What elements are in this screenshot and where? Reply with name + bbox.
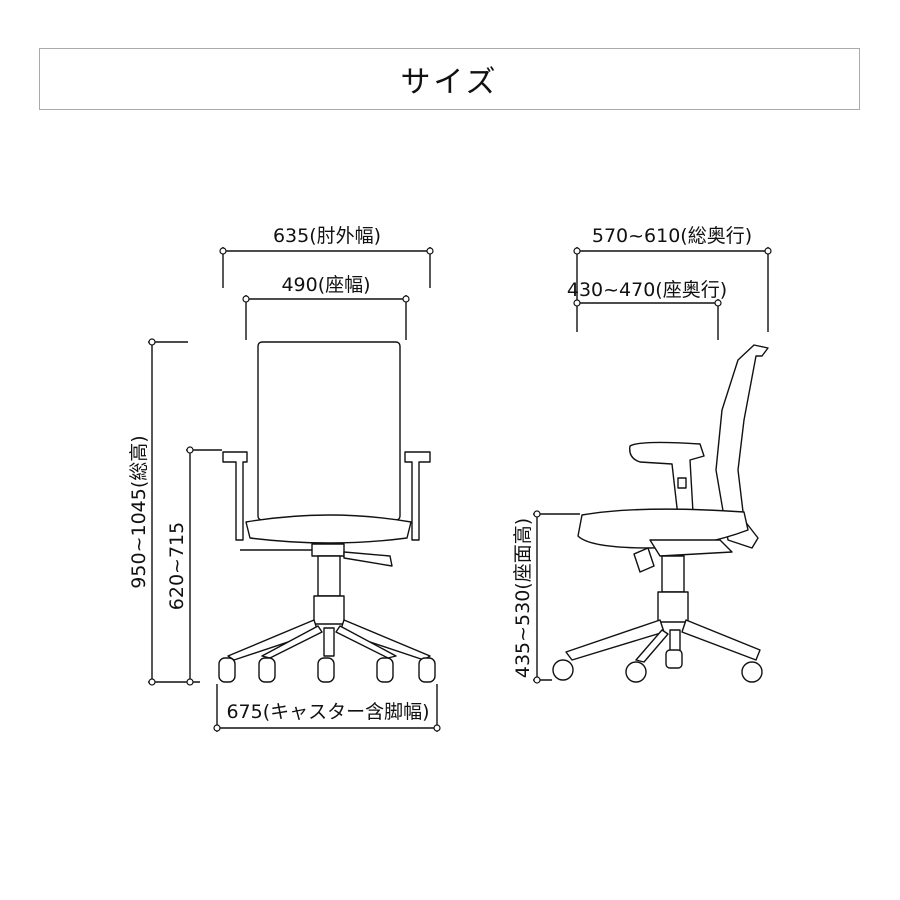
dim-total-depth: 570~610(総奥行) xyxy=(573,225,772,332)
dim-arm-width: 635(肘外幅) xyxy=(219,225,434,288)
label-seat-width: 490(座幅) xyxy=(281,274,370,296)
dim-arm-height: 620~715 xyxy=(166,446,222,686)
side-chair xyxy=(552,344,769,683)
dim-seat-width: 490(座幅) xyxy=(242,274,410,340)
dim-total-height: 950~1045(総高) xyxy=(128,338,200,686)
dim-seat-depth: 430~470(座奥行) xyxy=(567,279,727,340)
label-arm-height: 620~715 xyxy=(166,522,188,610)
label-base-width: 675(キャスター含脚幅) xyxy=(226,701,429,723)
dim-base-width: 675(キャスター含脚幅) xyxy=(213,684,441,732)
label-seat-depth: 430~470(座奥行) xyxy=(567,279,727,301)
label-total-depth: 570~610(総奥行) xyxy=(592,225,752,247)
page-title: サイズ xyxy=(400,65,499,100)
title-box: サイズ xyxy=(39,48,860,110)
front-chair xyxy=(218,341,436,683)
label-total-height: 950~1045(総高) xyxy=(128,435,150,588)
dim-seat-height: 435~530(座面高) xyxy=(512,510,580,684)
label-seat-height: 435~530(座面高) xyxy=(512,518,534,678)
label-arm-width: 635(肘外幅) xyxy=(273,225,381,247)
